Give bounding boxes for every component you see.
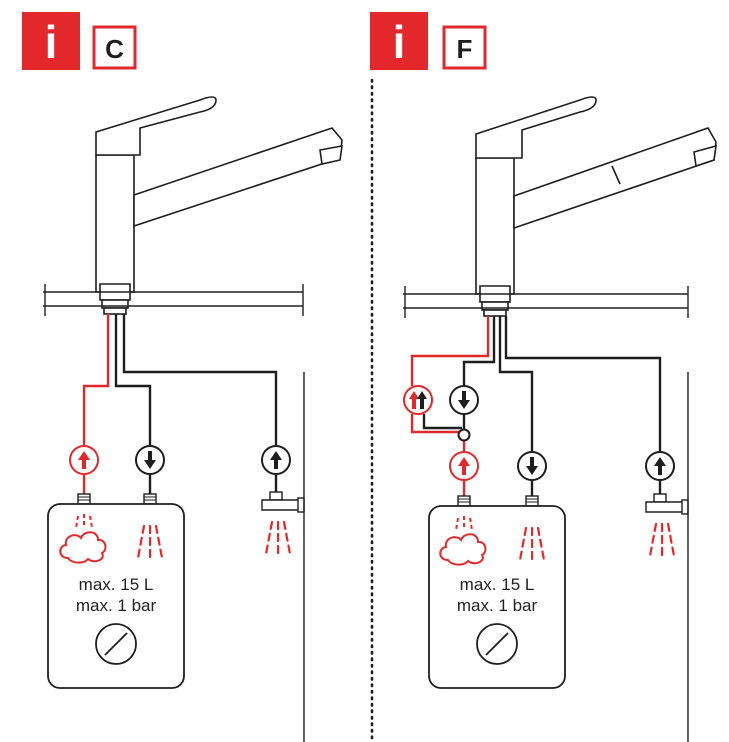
- variant-label: C: [105, 34, 124, 64]
- water-spray-icon: [648, 522, 676, 560]
- info-icon: i: [22, 12, 80, 70]
- mixing-junction: [457, 428, 471, 442]
- countertop: [43, 284, 304, 316]
- info-icon-glyph: i: [45, 16, 58, 68]
- temperature-dial-icon: [476, 623, 518, 665]
- panel-f: i F: [370, 12, 717, 742]
- double-up-arrow-icon: [403, 385, 433, 415]
- temperature-dial-icon: [95, 623, 137, 665]
- hot-water-up-arrow-icon: [449, 451, 479, 481]
- panel-c: i C: [22, 12, 343, 742]
- hoses: [82, 314, 278, 494]
- water-spray-icon: [264, 520, 292, 558]
- cold-connector: [143, 493, 157, 505]
- hoses: [410, 316, 662, 496]
- kitchen-faucet: [95, 96, 343, 315]
- supply-up-arrow-icon: [261, 445, 291, 475]
- cold-water-down-arrow-icon: [135, 445, 165, 475]
- angle-valve: [261, 491, 305, 513]
- water-heater-tank: max. 15 L max. 1 bar: [47, 503, 185, 689]
- variant-label: F: [457, 34, 473, 64]
- tank-capacity-label: max. 15 L: [79, 575, 154, 594]
- hot-water-up-arrow-icon: [69, 445, 99, 475]
- tank-capacity-label: max. 15 L: [460, 575, 535, 594]
- variant-badge-f: F: [442, 25, 487, 70]
- cold-water-down-arrow-icon: [449, 385, 479, 415]
- countertop: [403, 286, 689, 318]
- tank-pressure-label: max. 1 bar: [76, 596, 157, 615]
- info-icon-glyph: i: [393, 16, 406, 68]
- angle-valve: [645, 493, 689, 515]
- hot-connector: [77, 493, 91, 505]
- variant-badge-c: C: [92, 25, 137, 70]
- supply-up-arrow-icon: [645, 451, 675, 481]
- cold-water-down-arrow-icon: [517, 451, 547, 481]
- tank-pressure-label: max. 1 bar: [457, 596, 538, 615]
- hot-connector: [457, 495, 471, 507]
- water-heater-tank: max. 15 L max. 1 bar: [428, 505, 566, 689]
- info-icon: i: [370, 12, 428, 70]
- cold-connector: [525, 495, 539, 507]
- pull-out-faucet: [475, 96, 717, 317]
